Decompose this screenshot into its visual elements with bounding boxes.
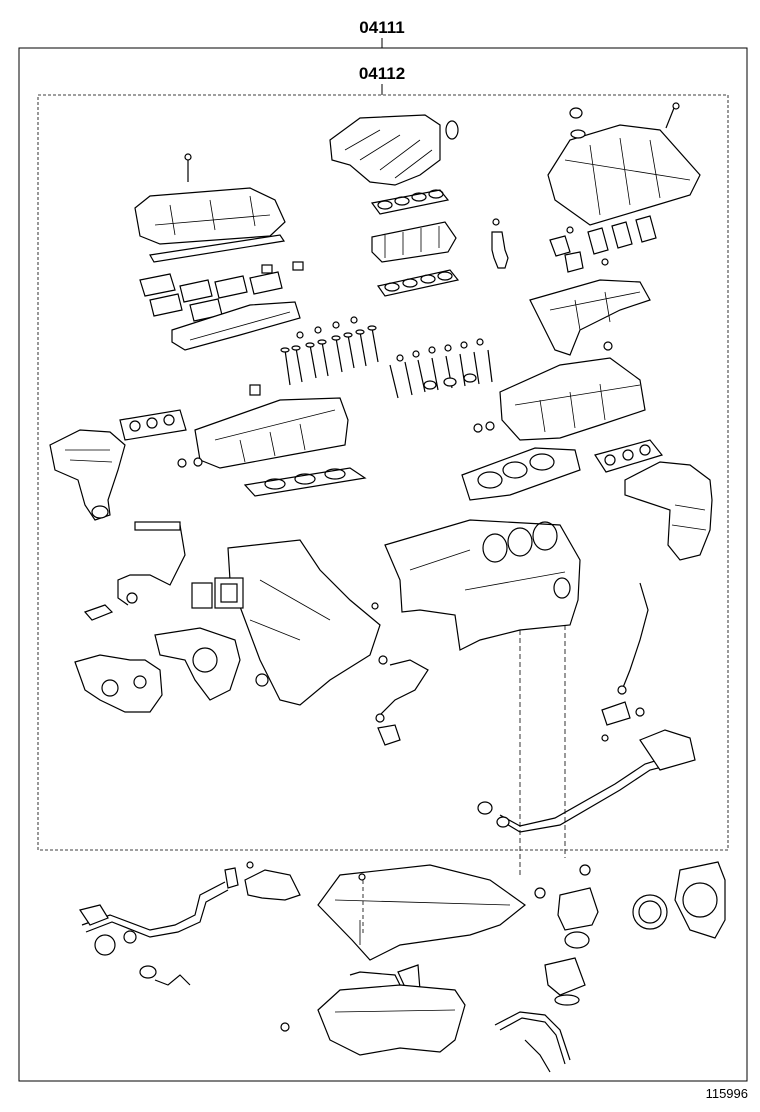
water-pump-gasket[interactable] xyxy=(154,627,241,701)
exhaust-manifold-gasket-left[interactable] xyxy=(119,409,187,441)
intake-manifold-upper[interactable] xyxy=(329,114,459,186)
intake-lower-gasket[interactable] xyxy=(376,269,460,297)
water-pump[interactable] xyxy=(74,654,163,713)
callout-04111-label[interactable]: 04111 xyxy=(359,18,404,37)
camshaft-housing-right[interactable] xyxy=(529,279,651,356)
cylinder-head-cover-left[interactable] xyxy=(134,153,286,245)
group-frame-04111 xyxy=(18,47,748,1082)
intake-exhaust-valves-right[interactable] xyxy=(389,338,493,399)
intake-manifold-gasket[interactable] xyxy=(370,189,450,215)
cylinder-head-gasket-right[interactable] xyxy=(461,447,581,501)
cylinder-block[interactable] xyxy=(384,519,581,651)
water-inlet-gasket[interactable] xyxy=(191,577,244,609)
timing-chain-cover[interactable] xyxy=(227,539,381,706)
intake-exhaust-valves-left[interactable] xyxy=(280,316,379,386)
oil-pan-lower[interactable] xyxy=(280,984,466,1056)
exhaust-manifold-right[interactable] xyxy=(624,461,713,561)
fuel-injector[interactable] xyxy=(491,218,509,269)
intake-manifold-lower[interactable] xyxy=(371,221,457,263)
oil-filter[interactable] xyxy=(534,864,599,949)
camshaft-bearing-caps-right[interactable] xyxy=(549,215,657,273)
camshaft-housing-left[interactable] xyxy=(171,301,301,351)
cylinder-head-right[interactable] xyxy=(473,341,646,441)
bypass-hose[interactable] xyxy=(375,655,429,746)
cylinder-head-left[interactable] xyxy=(177,384,349,469)
figure-number: 115996 xyxy=(706,1086,748,1101)
cylinder-head-cover-gasket-left[interactable] xyxy=(149,234,286,263)
group-frame-04112 xyxy=(37,94,729,851)
oil-level-gauge[interactable] xyxy=(601,582,649,742)
oil-pan-upper[interactable] xyxy=(317,864,526,961)
oil-cooler-pipe[interactable] xyxy=(494,1011,571,1073)
exhaust-manifold-left[interactable] xyxy=(49,429,126,521)
oil-seal-retainer[interactable] xyxy=(674,861,726,939)
callout-04112-label[interactable]: 04112 xyxy=(359,64,405,83)
water-outlet-pipe[interactable] xyxy=(79,867,239,938)
exhaust-manifold-gasket-right[interactable] xyxy=(594,439,664,473)
cylinder-head-gasket-left[interactable] xyxy=(243,467,367,497)
crankshaft-oil-seal[interactable] xyxy=(632,894,668,930)
camshaft-bearing-caps-left[interactable] xyxy=(139,261,304,322)
water-bypass-pipe[interactable] xyxy=(477,729,696,833)
water-bypass-fitting[interactable] xyxy=(244,861,301,901)
oil-filter-bracket[interactable] xyxy=(544,957,586,1006)
thermostat-housing[interactable] xyxy=(94,930,191,986)
cylinder-head-cover-right[interactable] xyxy=(547,102,701,226)
oil-dipstick-guide-left[interactable] xyxy=(83,521,186,621)
